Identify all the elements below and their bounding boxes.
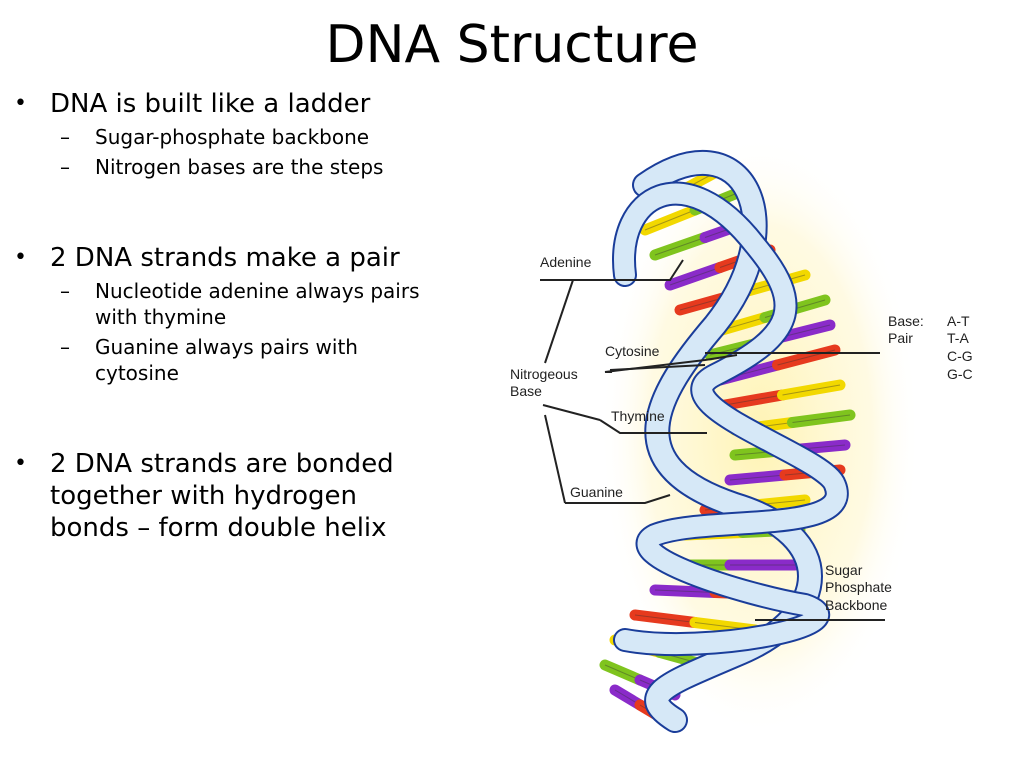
- sub-item: – Guanine always pairs with cytosine: [50, 334, 440, 386]
- backbone-strand-front-fill: [614, 183, 847, 655]
- label-backbone: Backbone: [825, 597, 887, 613]
- label-cytosine: Cytosine: [605, 343, 660, 359]
- diagram-labels: Adenine Cytosine Nitrogeous Base Thymine…: [510, 254, 973, 613]
- base-rung-outline: [654, 589, 716, 593]
- base-rung-outline: [782, 384, 841, 396]
- bullet-text: 2 DNA strands are bonded together with h…: [50, 449, 394, 543]
- leader-nitrogeous-thy: [542, 404, 601, 421]
- label-adenine: Adenine: [540, 254, 592, 270]
- bullet-ladder: • DNA is built like a ladder – Sugar-phos…: [10, 88, 440, 180]
- sub-list: – Sugar-phosphate backbone – Nitrogen base…: [50, 124, 440, 180]
- bullet-text: DNA is built like a ladder: [50, 89, 371, 119]
- label-pair-cg: C-G: [947, 348, 973, 364]
- sub-list: – Nucleotide adenine always pairs with th…: [50, 278, 440, 386]
- leader-cytosine: [604, 354, 738, 373]
- sub-item: – Nitrogen bases are the steps: [50, 154, 440, 180]
- label-phosphate: Phosphate: [825, 579, 892, 595]
- bullet-list: • DNA is built like a ladder – Sugar-phos…: [10, 88, 440, 544]
- base-rung-outline: [729, 474, 786, 481]
- base-rung-segment: [629, 609, 701, 628]
- base-rung-segment: [649, 232, 711, 261]
- base-rung-segment: [787, 409, 856, 428]
- base-rung-segment: [777, 379, 846, 401]
- sub-text: Nucleotide adenine always pairs with thy…: [95, 279, 420, 329]
- bullet-bonds: • 2 DNA strands are bonded together with…: [10, 448, 440, 544]
- base-rung-outline: [644, 209, 696, 231]
- bullet-text: 2 DNA strands make a pair: [50, 243, 400, 273]
- sub-text: Guanine always pairs with cytosine: [95, 335, 358, 385]
- base-rung-outline: [604, 664, 641, 681]
- sub-text: Nitrogen bases are the steps: [95, 155, 384, 179]
- label-nitrogeous-base: Base: [510, 383, 542, 399]
- label-thymine: Thymine: [611, 408, 665, 424]
- base-rung-segment: [639, 204, 701, 236]
- base-rung-segment: [599, 659, 646, 686]
- label-pair-ta: T-A: [947, 330, 969, 346]
- label-pair: Pair: [888, 330, 913, 346]
- leader-lines: [540, 259, 885, 621]
- leader-adenine: [540, 259, 684, 281]
- bullet-pair: • 2 DNA strands make a pair – Nucleotide …: [10, 242, 440, 386]
- leader-thymine: [599, 419, 707, 434]
- sub-dash: –: [60, 155, 70, 179]
- bullet-dot: •: [14, 91, 27, 116]
- label-base: Base:: [888, 313, 924, 329]
- leader-nitrogeous-top: [544, 279, 574, 364]
- label-nitrogeous: Nitrogeous: [510, 366, 578, 382]
- sub-dash: –: [60, 125, 70, 149]
- base-rung-segment: [664, 262, 726, 291]
- leader-nitrogeous-cyto: [609, 364, 706, 371]
- base-rung-outline: [634, 614, 696, 623]
- sub-text: Sugar-phosphate backbone: [95, 125, 370, 149]
- base-rung-segment: [649, 584, 721, 598]
- base-rung-outline: [669, 267, 721, 286]
- bullet-dot: •: [14, 245, 27, 270]
- leader-nitrogeous-bottom: [544, 414, 566, 504]
- label-sugar: Sugar: [825, 562, 863, 578]
- base-rung-outline: [724, 394, 783, 406]
- label-pair-gc: G-C: [947, 366, 973, 382]
- base-rung-outline: [654, 237, 706, 256]
- sub-item: – Sugar-phosphate backbone: [50, 124, 440, 150]
- sub-item: – Nucleotide adenine always pairs with th…: [50, 278, 440, 330]
- base-rung-segment: [719, 389, 788, 411]
- sub-dash: –: [60, 335, 70, 359]
- bullet-dot: •: [14, 451, 27, 476]
- leader-guanine: [565, 494, 671, 504]
- label-pair-at: A-T: [947, 313, 970, 329]
- backbone-strand-back-fill: [634, 152, 821, 731]
- base-rung-segment: [724, 469, 791, 486]
- label-guanine: Guanine: [570, 484, 623, 500]
- slide-title: DNA Structure: [325, 15, 699, 75]
- dna-helix-diagram: Adenine Cytosine Nitrogeous Base Thymine…: [510, 135, 973, 735]
- sub-dash: –: [60, 279, 70, 303]
- base-rung-outline: [792, 414, 851, 423]
